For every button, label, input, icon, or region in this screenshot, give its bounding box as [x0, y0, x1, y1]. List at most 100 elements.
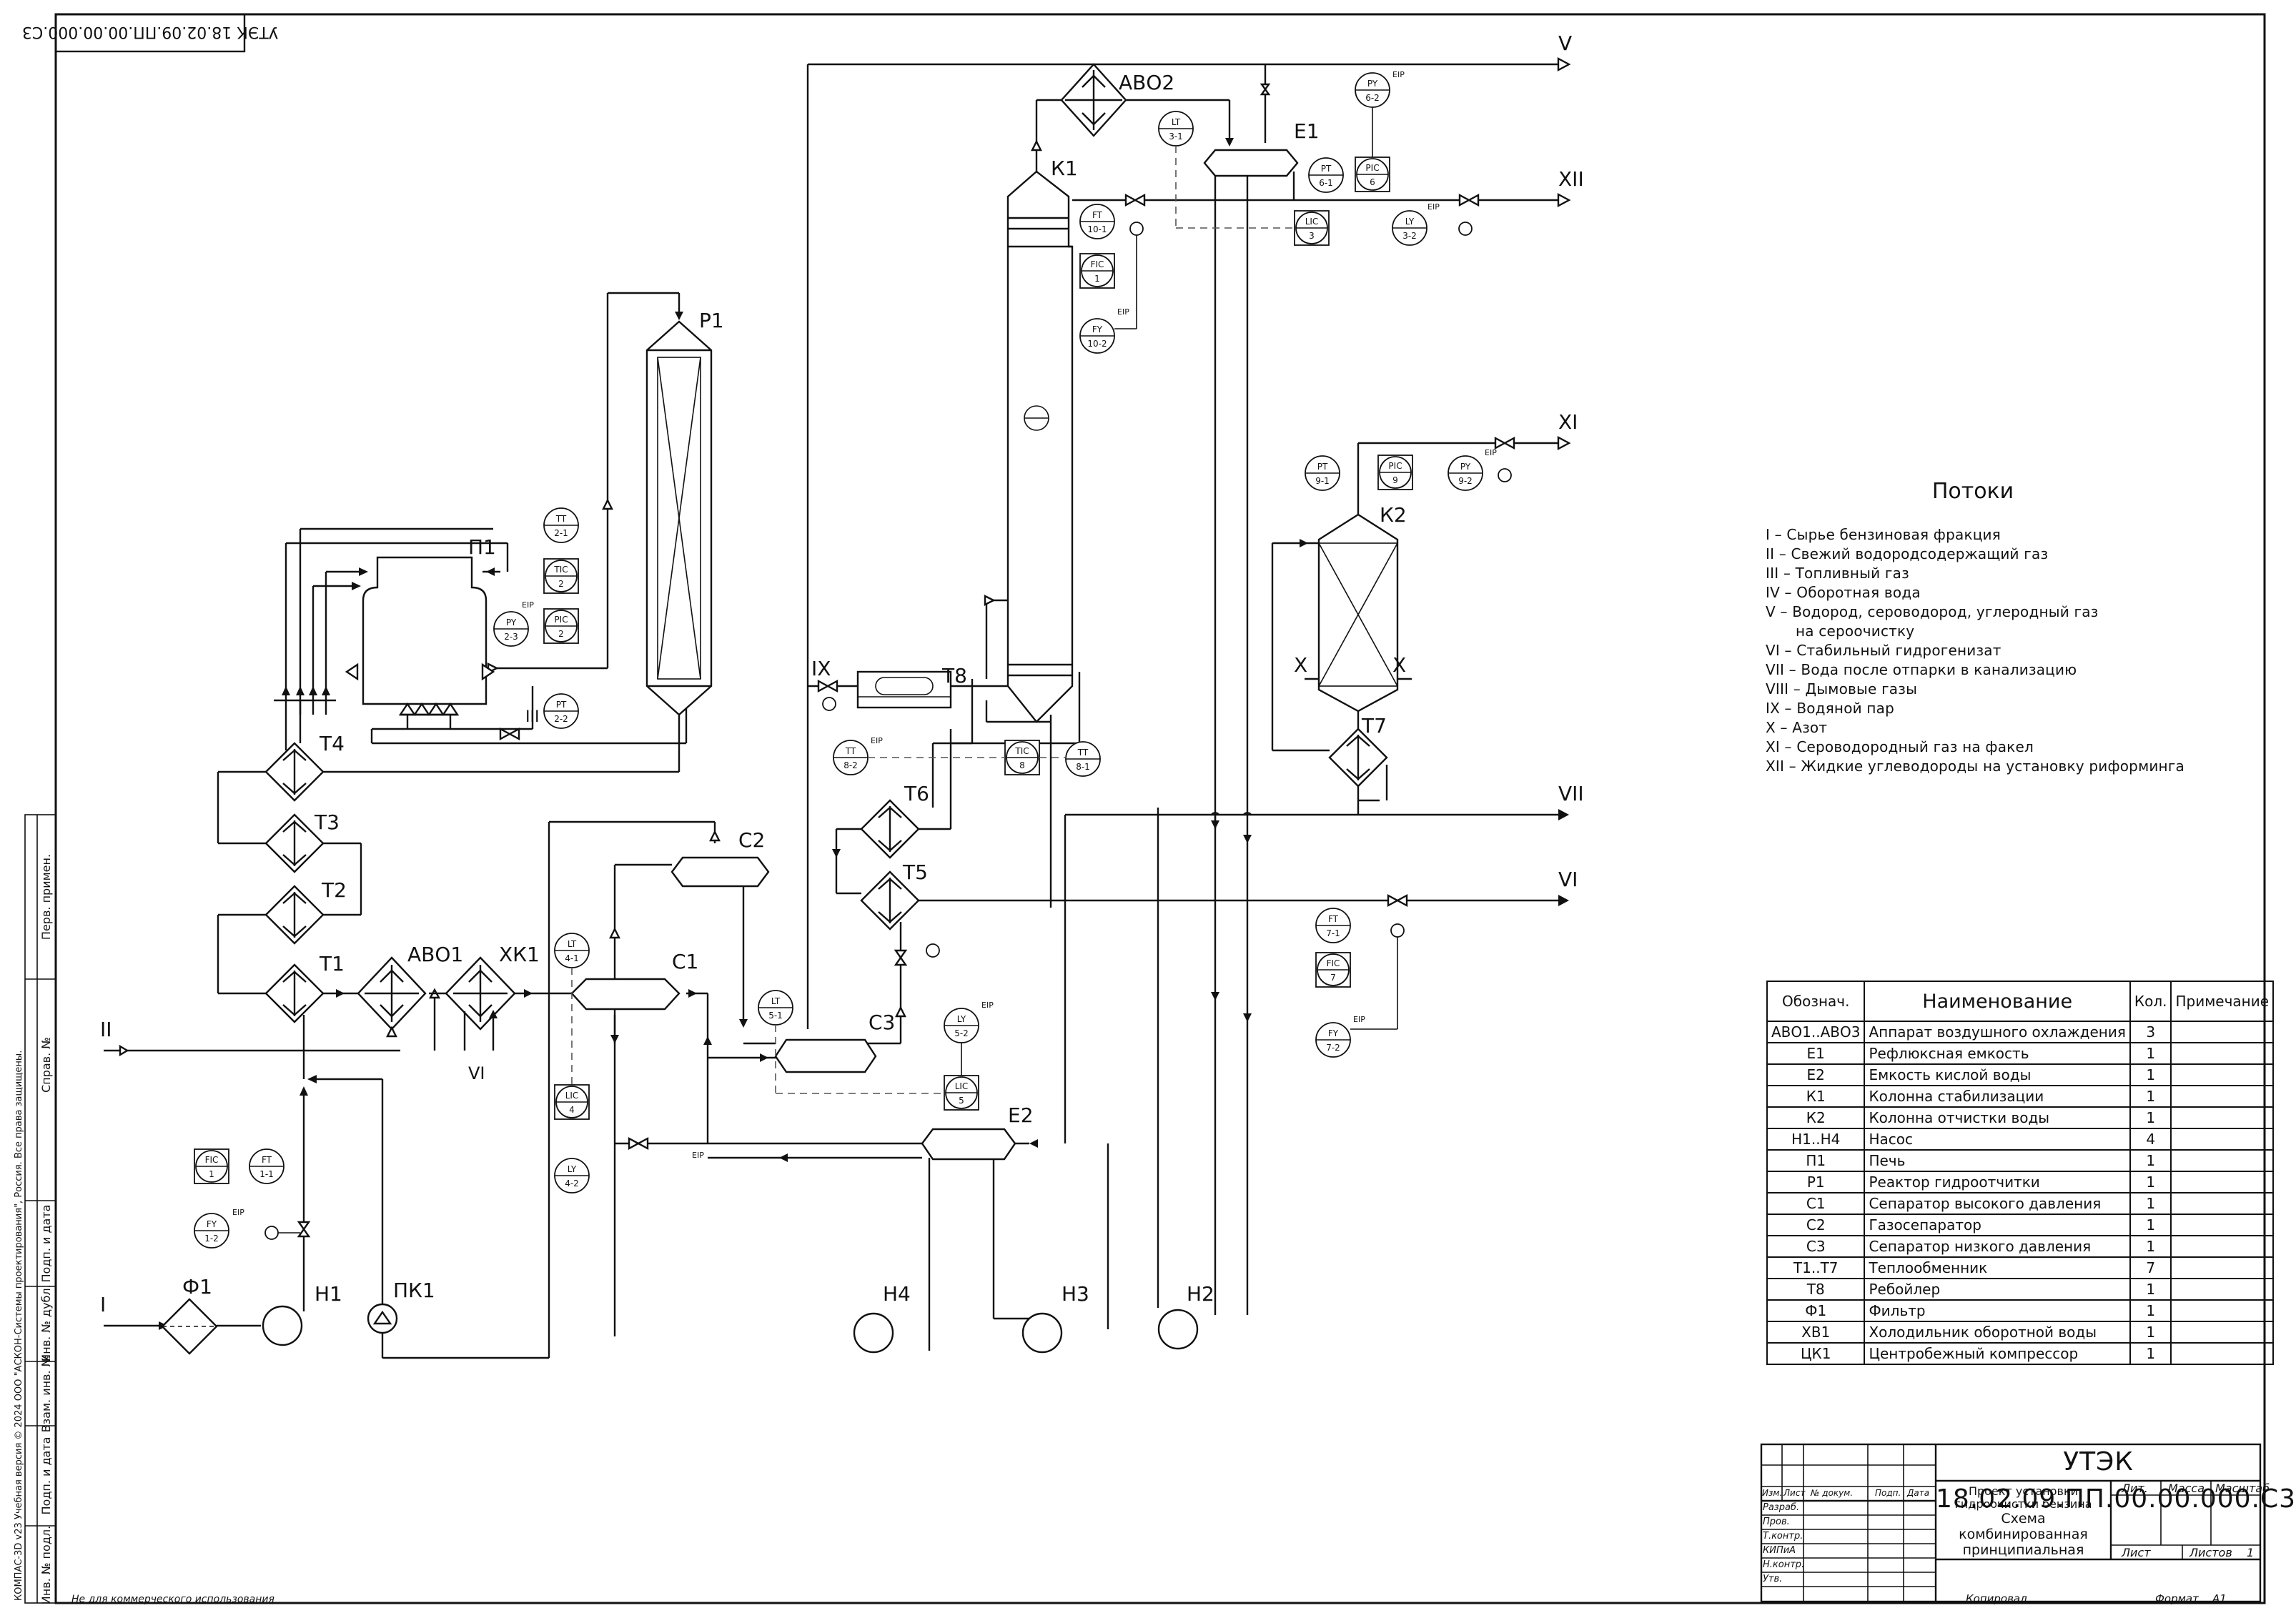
instr-ft11-b: 1-1	[259, 1169, 274, 1179]
legend-item: II – Свежий водородсодержащий газ	[1766, 545, 2049, 562]
instr-ft101-b: 10-1	[1087, 224, 1107, 234]
instr-fic7-a: FIC	[1327, 958, 1340, 968]
spec-cell-qty: 1	[2129, 1171, 2172, 1193]
spec-cell-note	[2170, 1278, 2275, 1301]
document-name: Схема комбинированная принципиальная	[1959, 1511, 2088, 1558]
copyright-note: КОМПАС-3D v23 Учебная версия © 2024 ООО …	[14, 1051, 24, 1601]
stream-vi-xk1: VI	[468, 1063, 485, 1083]
label-e1: Е1	[1294, 119, 1320, 143]
sheet-frame	[54, 13, 2266, 1604]
instr-pt61-b: 6-1	[1319, 178, 1333, 188]
legend-item: III – Топливный газ	[1766, 565, 1909, 582]
instr-ly42-b: 4-2	[565, 1178, 579, 1188]
spec-cell-qty: 1	[2129, 1085, 2172, 1108]
spec-cell-note	[2170, 1063, 2275, 1086]
title-block: УТЭК 18.02.09.ПП.00.00.000.С3 Проект уст…	[1760, 1443, 2296, 1603]
label-avo1: АВО1	[407, 943, 463, 966]
col-label-1: Лист	[1783, 1488, 1806, 1498]
instr-tt82-b: 8-2	[843, 760, 858, 770]
separator-c1	[570, 978, 681, 1011]
side-label-2: Подп. и дата	[39, 1205, 53, 1283]
eip-9: EIP	[692, 1151, 704, 1160]
spec-cell-name: Сепаратор низкого давления	[1864, 1235, 2131, 1258]
spec-cell-qty: 1	[2129, 1235, 2172, 1258]
spec-cell-code: ХВ1	[1766, 1321, 1866, 1344]
spec-header-code: Обознач.	[1766, 981, 1866, 1022]
eip-3: EIP	[1485, 448, 1497, 457]
label-c3: С3	[869, 1011, 895, 1034]
spec-cell-code: Р1	[1766, 1171, 1866, 1193]
label-t6: Т6	[904, 782, 929, 805]
label-t3: Т3	[314, 810, 340, 834]
spec-cell-qty: 4	[2129, 1128, 2172, 1151]
label-furnace: П1	[468, 535, 496, 559]
heat-exchanger-t5	[860, 870, 920, 930]
instr-py62-b: 6-2	[1365, 93, 1380, 103]
pump-h2	[1157, 1309, 1199, 1350]
eip-5: EIP	[1117, 307, 1129, 317]
eip-labels: EIP EIP EIP EIP EIP EIP EIP EIP EIP	[232, 70, 1497, 1217]
legend-item: V – Водород, сероводород, углеродный газ	[1766, 603, 2099, 620]
equipment	[161, 63, 1412, 1355]
stream-vii: VII	[1558, 782, 1584, 805]
eip-4: EIP	[1353, 1015, 1365, 1024]
instr-tt81-b: 8-1	[1076, 762, 1090, 772]
drum-e2	[921, 1128, 1016, 1161]
stream-xii: XII	[1558, 167, 1584, 191]
instr-py23-b: 2-3	[504, 632, 518, 642]
instr-pic9-b: 9	[1392, 475, 1398, 485]
legend-item: VII – Вода после отпарки в канализацию	[1766, 661, 2077, 678]
spec-cell-note	[2170, 1256, 2275, 1279]
format-label: Формат	[2155, 1592, 2199, 1605]
instrumentation: TT 2-1 TIC 2 PIC 2 PY 2-3 PT 2-2 EIP FIC…	[194, 72, 1515, 1249]
spec-cell-code: К2	[1766, 1106, 1866, 1129]
legend-item: IV – Оборотная вода	[1766, 584, 1921, 601]
scale-label: Масштаб	[2215, 1482, 2270, 1495]
heat-exchanger-t1	[264, 963, 325, 1023]
col-label-4: Дата	[1907, 1488, 1930, 1498]
side-label-0: Перв. примен.	[39, 854, 53, 940]
spec-cell-qty: 3	[2129, 1021, 2172, 1043]
cooler-xk1	[445, 956, 516, 1051]
instr-fy102-a: FY	[1092, 324, 1103, 334]
col-label-3: Подп.	[1875, 1488, 1901, 1498]
title-block-name: Проект установки гидроочистки бензина Сх…	[1936, 1481, 2111, 1564]
spec-cell-qty: 1	[2129, 1299, 2172, 1322]
spec-cell-note	[2170, 1128, 2275, 1151]
eip-py23: EIP	[522, 600, 534, 610]
legend-item: VI – Стабильный гидрогенизат	[1766, 642, 2001, 659]
spec-cell-qty: 1	[2129, 1342, 2172, 1365]
label-k1: К1	[1051, 157, 1078, 180]
instr-pic9-a: PIC	[1388, 461, 1402, 471]
spec-cell-qty: 1	[2129, 1106, 2172, 1129]
instr-fic7-b: 7	[1330, 973, 1336, 983]
instr-fic1-a: FIC	[1091, 259, 1104, 269]
instr-ly52-b: 5-2	[954, 1028, 969, 1038]
instr-ly52-a: LY	[957, 1014, 966, 1024]
spec-cell-name: Рефлюксная емкость	[1864, 1042, 2131, 1065]
eip-1: EIP	[1392, 70, 1405, 79]
format-value: A1	[2212, 1592, 2227, 1605]
label-h1: Н1	[315, 1282, 342, 1306]
side-strip: Перв. примен. Справ. № Подп. и дата Инв.…	[14, 814, 56, 1604]
title-block-code: УТЭК 18.02.09.ПП.00.00.000.С3	[1936, 1447, 2296, 1514]
reactor-p1	[645, 320, 713, 716]
eip-7: EIP	[871, 736, 883, 745]
spec-cell-code: АВО1..АВО3	[1766, 1021, 1866, 1043]
spec-cell-code: Е1	[1766, 1042, 1866, 1065]
legend-item: X – Азот	[1766, 719, 1828, 736]
instr-pt22-b: 2-2	[554, 714, 568, 724]
instr-fy12-a: FY	[207, 1219, 217, 1229]
spec-cell-qty: 1	[2129, 1214, 2172, 1236]
spec-cell-qty: 1	[2129, 1063, 2172, 1086]
spec-cell-name: Фильтр	[1864, 1299, 2131, 1322]
side-label-1: Справ. №	[39, 1037, 53, 1093]
spec-cell-note	[2170, 1085, 2275, 1108]
reboiler-t8	[856, 670, 952, 709]
